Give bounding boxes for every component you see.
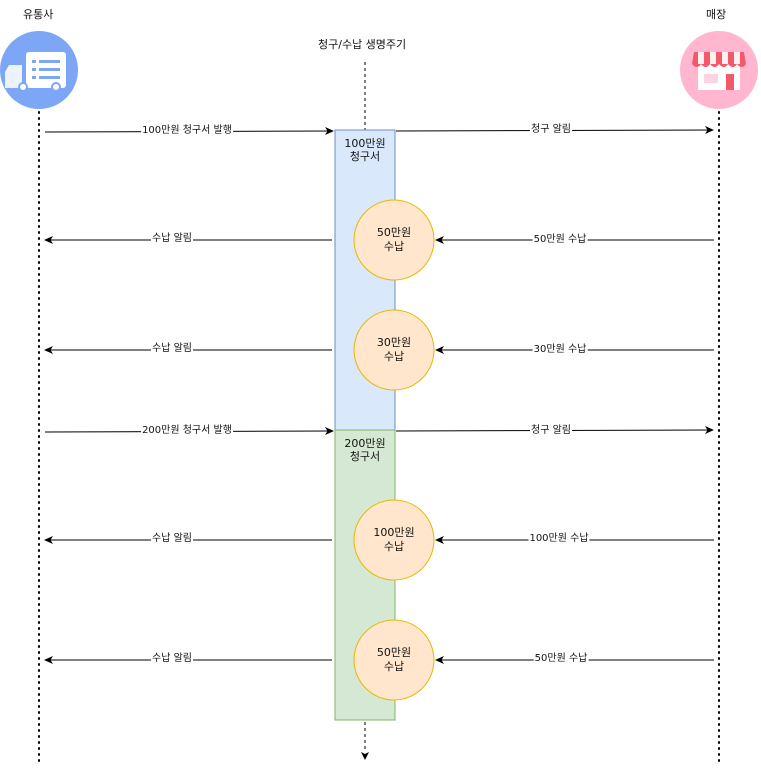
store-name: 매장 xyxy=(706,8,727,21)
payment-2-type: 수납 xyxy=(383,350,405,363)
truck-icon xyxy=(0,31,78,109)
msg-pay-1: 50만원 수납 xyxy=(532,234,588,246)
payment-circle-1 xyxy=(353,199,435,281)
payment-3-amount: 100만원 xyxy=(373,526,415,539)
payment-4-amount: 50만원 xyxy=(376,646,412,659)
msg-pay-2: 30만원 수납 xyxy=(532,344,588,356)
payment-3-type: 수납 xyxy=(383,540,405,553)
payment-4-type: 수납 xyxy=(383,660,405,673)
msg-issue-2: 200만원 청구서 발행 xyxy=(141,425,233,437)
payment-1-label: 50만원 수납 xyxy=(354,226,434,254)
payment-2-amount: 30만원 xyxy=(376,336,412,349)
msg-issue-1: 100만원 청구서 발행 xyxy=(141,125,233,137)
lifecycle-arrowhead xyxy=(361,752,369,760)
payment-circle-2 xyxy=(353,309,435,391)
payment-2-label: 30만원 수납 xyxy=(354,336,434,364)
payment-circle-4 xyxy=(353,619,435,701)
payment-3-label: 100만원 수납 xyxy=(354,526,434,554)
invoice-1-amount: 100만원 xyxy=(344,137,386,150)
msg-notify-invoice-2: 청구 알림 xyxy=(530,425,572,437)
msg-pay-4: 50만원 수납 xyxy=(533,653,589,665)
store-icon xyxy=(680,31,758,109)
invoice-2-label: 200만원 청구서 xyxy=(335,437,395,463)
msg-notify-pay-3: 수납 알림 xyxy=(151,533,193,545)
payment-1-type: 수납 xyxy=(383,240,405,253)
invoice-1-label: 100만원 청구서 xyxy=(335,137,395,163)
payment-circle-3 xyxy=(353,499,435,581)
msg-notify-pay-1: 수납 알림 xyxy=(151,233,193,245)
invoice-2-amount: 200만원 xyxy=(344,437,386,450)
lifecycle-title: 청구/수납 생명주기 xyxy=(318,38,407,51)
payment-1-amount: 50만원 xyxy=(376,226,412,239)
msg-pay-3: 100만원 수납 xyxy=(528,533,590,545)
invoice-2-type: 청구서 xyxy=(349,450,381,463)
invoice-1-type: 청구서 xyxy=(349,150,381,163)
distributor-name: 유통사 xyxy=(23,8,54,21)
payment-4-label: 50만원 수납 xyxy=(354,646,434,674)
msg-notify-pay-4: 수납 알림 xyxy=(151,653,193,665)
msg-notify-invoice-1: 청구 알림 xyxy=(530,124,572,136)
msg-notify-pay-2: 수납 알림 xyxy=(151,343,193,355)
